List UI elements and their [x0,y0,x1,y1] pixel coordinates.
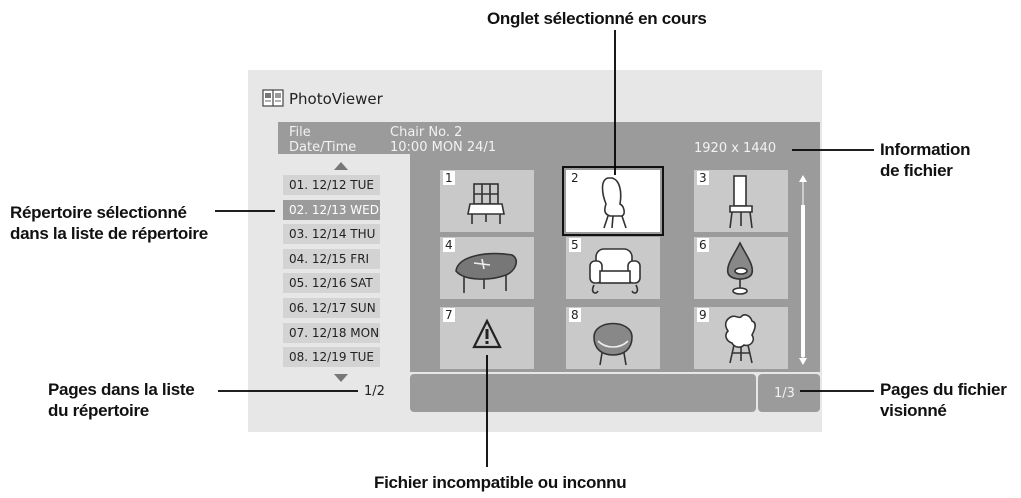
callout-selected-dir-line2: dans la liste de répertoire [10,224,208,243]
thumbnail-number: 9 [697,308,709,322]
oval-table-icon [455,252,518,293]
dir-scroll-up-icon[interactable] [334,162,348,170]
thumbnail-number: 4 [443,238,455,252]
info-bar [278,122,820,154]
curved-chair-icon [601,177,627,229]
thumbnail-4[interactable]: 4 [440,237,534,299]
thumbnail-number: 5 [569,238,581,252]
file-label: File [289,125,311,140]
resolution: 1920 x 1440 [694,141,777,156]
thumbnail-1[interactable]: 1 [440,170,534,232]
file-page-box [758,374,820,412]
callout-dir-pages-line1: Pages dans la liste [48,380,195,399]
callout-file-pages-line1: Pages du fichier [880,380,1007,399]
thumbnail-number: 6 [697,238,709,252]
directory-item[interactable]: 02. 12/13 WED [283,199,380,220]
callout-file-info-line2: de fichier [880,161,953,180]
bottom-message-bar [410,374,756,412]
sofa-chair-icon [589,248,641,294]
directory-item[interactable]: 01. 12/12 TUE [283,175,380,195]
thumbnail-8[interactable]: 8 [566,307,660,369]
thumbnail-number: 8 [569,308,581,322]
callout-dir-pages-line2: du répertoire [48,401,149,420]
round-chair-icon [593,322,633,366]
thumbnail-number: 1 [443,171,455,185]
callout-file-info-line1: Information [880,140,971,159]
thumbnail-2[interactable]: 2 [562,166,664,236]
thumbnail-6[interactable]: 6 [694,237,788,299]
file-value: Chair No. 2 [390,125,463,140]
thumbnail-3[interactable]: 3 [694,170,788,232]
app-title: PhotoViewer [289,90,383,108]
callout-selected-tab: Onglet sélectionné en cours [487,9,707,28]
warning-icon [472,318,502,349]
thumbnail-number: 7 [443,308,455,322]
directory-item[interactable]: 06. 12/17 SUN [283,298,380,318]
callout-incompatible: Fichier incompatible ou inconnu [374,473,627,492]
flower-chair-icon [724,314,756,364]
thumbnail-number: 3 [697,171,709,185]
dir-scroll-down-icon[interactable] [334,374,348,382]
drop-chair-icon [726,241,754,295]
directory-item[interactable]: 05. 12/16 SAT [283,273,380,294]
directory-item[interactable]: 04. 12/15 FRI [283,248,380,269]
directory-item[interactable]: 03. 12/14 THU [283,224,380,245]
datetime-value: 10:00 MON 24/1 [390,140,497,155]
file-page: 1/3 [774,386,795,401]
photoviewer-icon [262,88,284,108]
datetime-label: Date/Time [289,140,357,155]
callout-selected-dir-line1: Répertoire sélectionné [10,203,187,222]
thumbnail-7[interactable]: 7 [440,307,534,369]
thumbnail-number: 2 [569,171,581,185]
lounge-chair-icon [467,183,505,224]
directory-item[interactable]: 08. 12/19 TUE [283,347,380,368]
thumbnail-scrollbar[interactable] [798,175,808,365]
directory-item[interactable]: 07. 12/18 MON [283,322,380,343]
thumbnail-5[interactable]: 5 [566,237,660,299]
thumbnail-9[interactable]: 9 [694,307,788,369]
tall-chair-icon [729,175,753,229]
directory-page: 1/2 [364,384,385,399]
callout-file-pages-line2: visionné [880,401,947,420]
